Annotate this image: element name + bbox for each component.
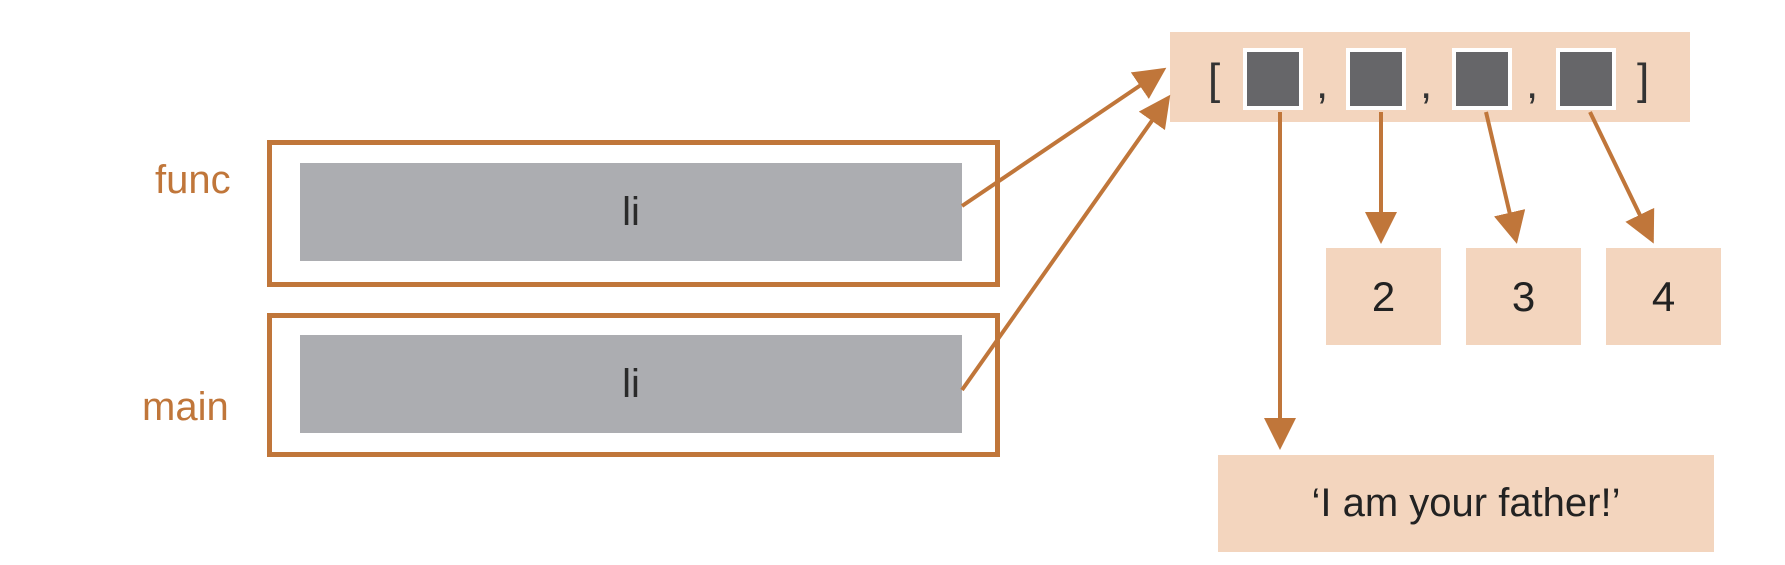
variable-li-func: li: [300, 163, 962, 261]
list-slot-3: [1556, 48, 1616, 110]
list-comma-2: ,: [1420, 59, 1433, 108]
arrow-slot3-to-4: [1588, 111, 1655, 244]
arrow-main-li-to-list: [960, 94, 1171, 392]
list-slot-1: [1346, 48, 1406, 110]
list-comma-3: ,: [1526, 59, 1539, 108]
list-comma-1: ,: [1316, 59, 1329, 108]
int-object-3: 3: [1466, 248, 1581, 345]
int-object-4: 4: [1606, 248, 1721, 345]
arrow-slot2-to-3: [1484, 111, 1526, 244]
frame-label-main: main: [142, 385, 229, 429]
frame-label-func: func: [155, 158, 231, 202]
arrow-func-li-to-list: [960, 67, 1167, 208]
list-slot-2: [1452, 48, 1512, 110]
list-slot-0: [1243, 48, 1303, 110]
list-close-bracket: ]: [1637, 55, 1650, 104]
variable-li-main: li: [300, 335, 962, 433]
string-object: ‘I am your father!’: [1218, 455, 1714, 552]
int-object-2: 2: [1326, 248, 1441, 345]
list-open-bracket: [: [1208, 55, 1221, 104]
